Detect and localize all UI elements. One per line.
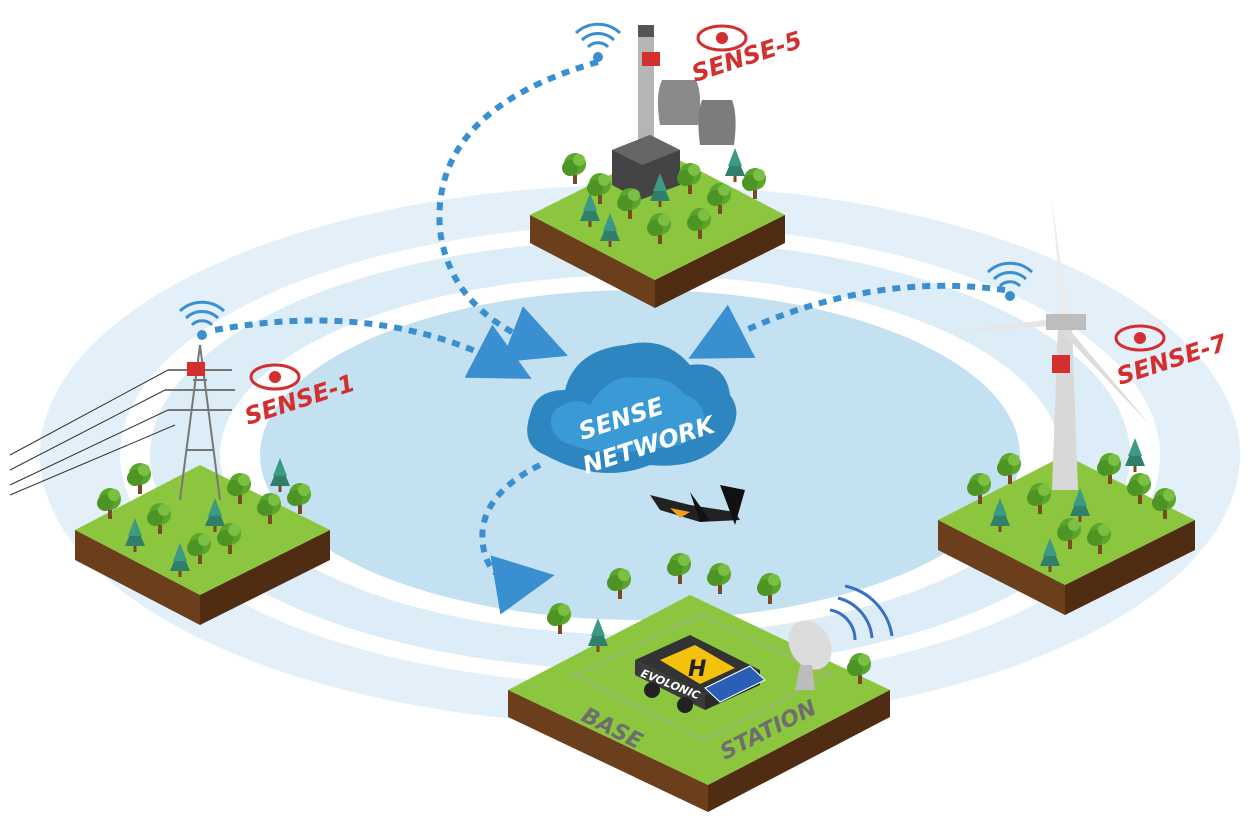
satellite-dish-icon <box>788 584 894 690</box>
data-flow-arrows <box>214 59 1006 615</box>
arrow-sense7-to-cloud <box>688 282 1006 359</box>
arrow-sense1-to-cloud <box>214 317 532 379</box>
base-station-site: H EVOLONIC BASE STATION <box>508 553 894 812</box>
helipad-letter: H <box>688 657 706 682</box>
sense5-site: SENSE-5 <box>530 22 805 308</box>
wifi-icon <box>574 22 622 64</box>
arrow-cloud-to-base <box>479 462 555 615</box>
helipad-icon: H EVOLONIC <box>635 635 766 713</box>
cloud-icon: SENSE NETWORK <box>527 342 737 480</box>
arrow-sense5-to-cloud <box>436 59 599 363</box>
drone-icon <box>650 485 745 525</box>
